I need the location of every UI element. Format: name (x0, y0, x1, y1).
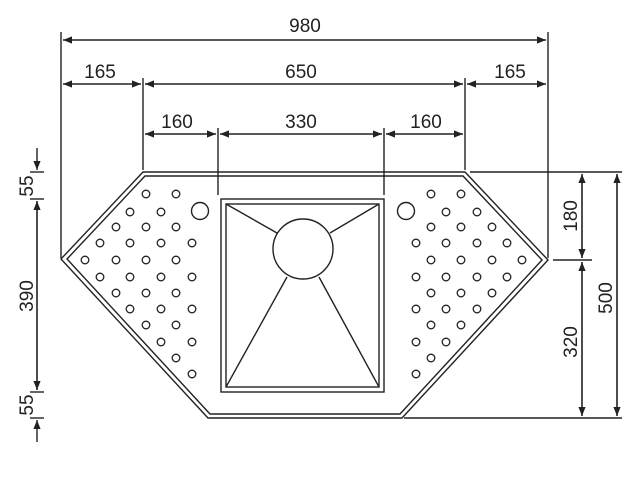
drainer-hole (456, 288, 466, 298)
dim-label-55-top: 55 (17, 175, 38, 196)
drainer-hole (171, 189, 181, 199)
drainer-hole (156, 304, 166, 314)
drainer-hole (441, 238, 451, 248)
dim-label-165-right: 165 (494, 62, 526, 83)
drainer-hole (441, 337, 451, 347)
dim-label-160-right: 160 (410, 112, 442, 133)
drainer-hole (111, 222, 121, 232)
dim-label-650: 650 (285, 62, 317, 83)
drainer-hole (411, 272, 421, 282)
drainer-hole (472, 272, 482, 282)
drainer-hole (125, 304, 135, 314)
drainer-hole (411, 337, 421, 347)
drainer-hole (187, 337, 197, 347)
left-dimensions (30, 148, 44, 442)
drainer-hole (456, 189, 466, 199)
drainer-holes-right (411, 189, 527, 379)
dim-label-165-left: 165 (84, 62, 116, 83)
drainer-hole (141, 255, 151, 265)
drainer-hole (456, 320, 466, 330)
drainer-hole (426, 189, 436, 199)
drainer-hole (441, 304, 451, 314)
sink-bowl (220, 198, 385, 393)
drainer-hole (411, 369, 421, 379)
sink-outline (60, 171, 549, 419)
drainer-hole (111, 288, 121, 298)
drainer-hole (426, 222, 436, 232)
drainer-hole (487, 255, 497, 265)
dim-label-330: 330 (285, 112, 317, 133)
drainer-hole (171, 320, 181, 330)
drain-icon (272, 218, 334, 280)
drainer-hole (171, 222, 181, 232)
drainer-hole (187, 304, 197, 314)
dim-label-180: 180 (561, 200, 582, 232)
drainer-hole (171, 288, 181, 298)
drainer-hole (441, 272, 451, 282)
drainer-hole (111, 255, 121, 265)
drainer-hole (156, 238, 166, 248)
dim-label-55-bottom: 55 (17, 394, 38, 415)
drainer-hole (156, 272, 166, 282)
drainer-hole (502, 238, 512, 248)
drainer-hole (125, 272, 135, 282)
drainer-hole (456, 222, 466, 232)
dim-label-500: 500 (596, 282, 617, 314)
drainer-hole (426, 320, 436, 330)
dim-label-160-left: 160 (161, 112, 193, 133)
drainer-hole (472, 207, 482, 217)
dim-label-390: 390 (17, 280, 38, 312)
drainer-hole (80, 255, 90, 265)
tap-hole-right (396, 201, 416, 221)
dim-label-320: 320 (561, 326, 582, 358)
drainer-hole (441, 207, 451, 217)
drainer-hole (156, 207, 166, 217)
drainer-hole (426, 255, 436, 265)
drainer-hole (472, 238, 482, 248)
drainer-hole (156, 337, 166, 347)
tap-hole-left (190, 201, 210, 221)
dim-label-980: 980 (289, 16, 321, 37)
drainer-hole (141, 222, 151, 232)
drainer-hole (517, 255, 527, 265)
drainer-hole (141, 320, 151, 330)
drainer-hole (487, 222, 497, 232)
drainer-holes-left (80, 189, 197, 379)
drainer-hole (171, 353, 181, 363)
drainer-hole (502, 272, 512, 282)
drainer-hole (187, 369, 197, 379)
drainer-hole (95, 238, 105, 248)
drainer-hole (472, 304, 482, 314)
drainer-hole (426, 288, 436, 298)
drainer-hole (426, 353, 436, 363)
drainer-hole (187, 238, 197, 248)
drainer-hole (125, 238, 135, 248)
extension-lines (60, 32, 622, 419)
drainer-hole (171, 255, 181, 265)
drainer-hole (141, 288, 151, 298)
drainer-hole (487, 288, 497, 298)
drainer-hole (411, 238, 421, 248)
drainer-hole (95, 272, 105, 282)
drainer-hole (141, 189, 151, 199)
drainer-hole (125, 207, 135, 217)
drainer-hole (187, 272, 197, 282)
drainer-hole (411, 304, 421, 314)
drainer-hole (456, 255, 466, 265)
